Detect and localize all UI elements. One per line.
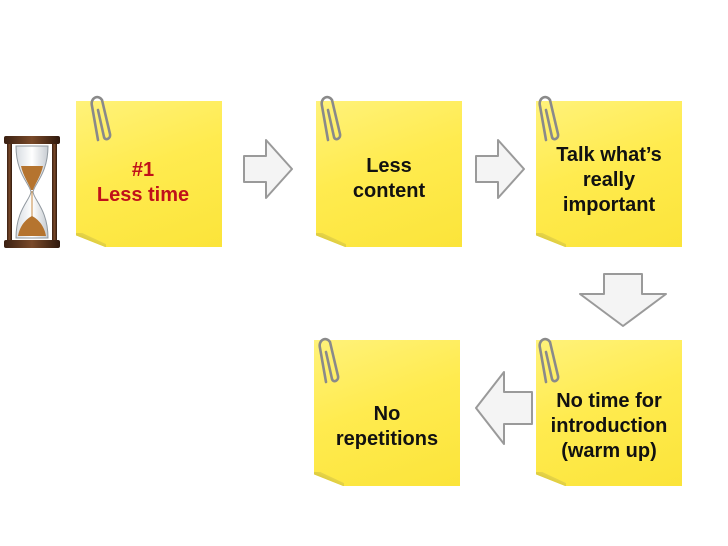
hourglass-icon xyxy=(4,136,60,248)
arrow-right-icon xyxy=(475,139,525,199)
arrow-down-icon xyxy=(579,273,667,327)
arrow-right-icon xyxy=(243,139,293,199)
sticky-note-talk-important: Talk what’s really important xyxy=(536,101,682,247)
paperclip-icon xyxy=(538,337,560,384)
note-label-less-time: #1 Less time xyxy=(96,159,190,206)
note-label-no-repetitions: No repetitions xyxy=(335,403,439,450)
paperclip-icon xyxy=(320,95,342,142)
paperclip-icon xyxy=(538,95,560,142)
note-label-talk-important: Talk what’s really important xyxy=(556,143,662,216)
paperclip-icon xyxy=(318,337,340,384)
paperclip-icon xyxy=(90,95,112,142)
sticky-note-no-introduction: No time for introduction (warm up) xyxy=(536,340,682,486)
note-label-no-introduction: No time for introduction (warm up) xyxy=(550,389,668,462)
note-label-less-content: Less content xyxy=(352,155,426,202)
sticky-note-no-repetitions: No repetitions xyxy=(314,340,460,486)
arrow-left-icon xyxy=(475,371,533,445)
